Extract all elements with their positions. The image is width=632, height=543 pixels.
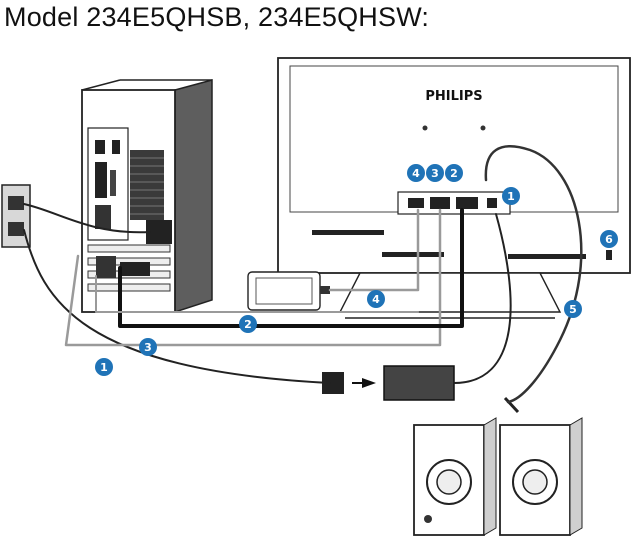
hdmi-cable [328,208,420,292]
svg-text:6: 6 [605,233,613,246]
callout-vga-cable: 2 [239,315,257,333]
callout-hdmi-port: 4 [407,164,425,182]
vga-cable [118,208,464,328]
page-title: Model 234E5QHSB, 234E5QHSW: [4,2,430,32]
monitor [277,57,631,319]
dvi-cable [64,208,442,347]
callout-lock-slot: 6 [600,230,618,248]
callout-power-monitor: 1 [502,187,520,205]
svg-text:3: 3 [144,341,152,354]
svg-text:5: 5 [569,303,577,316]
svg-text:1: 1 [100,361,108,374]
svg-text:2: 2 [244,318,252,331]
callout-dvi-port: 3 [426,164,444,182]
pc-power-cable [23,203,151,234]
smartphone [247,271,330,311]
monitor-brand-label: PHILIPS [425,89,482,104]
monitor-power-cable [23,229,331,384]
callout-vga-port: 2 [445,164,463,182]
pc-tower [81,79,213,314]
svg-text:4: 4 [412,167,420,180]
svg-text:4: 4 [372,293,380,306]
svg-text:3: 3 [431,167,439,180]
speakers [413,396,583,536]
callout-dvi-cable: 3 [139,338,157,356]
callout-hdmi-cable: 4 [367,290,385,308]
power-adapter [322,365,455,401]
callout-audio-cable: 5 [564,300,582,318]
svg-text:2: 2 [450,167,458,180]
svg-text:1: 1 [507,190,515,203]
callout-power-pc: 1 [95,358,113,376]
audio-cable [484,145,583,404]
